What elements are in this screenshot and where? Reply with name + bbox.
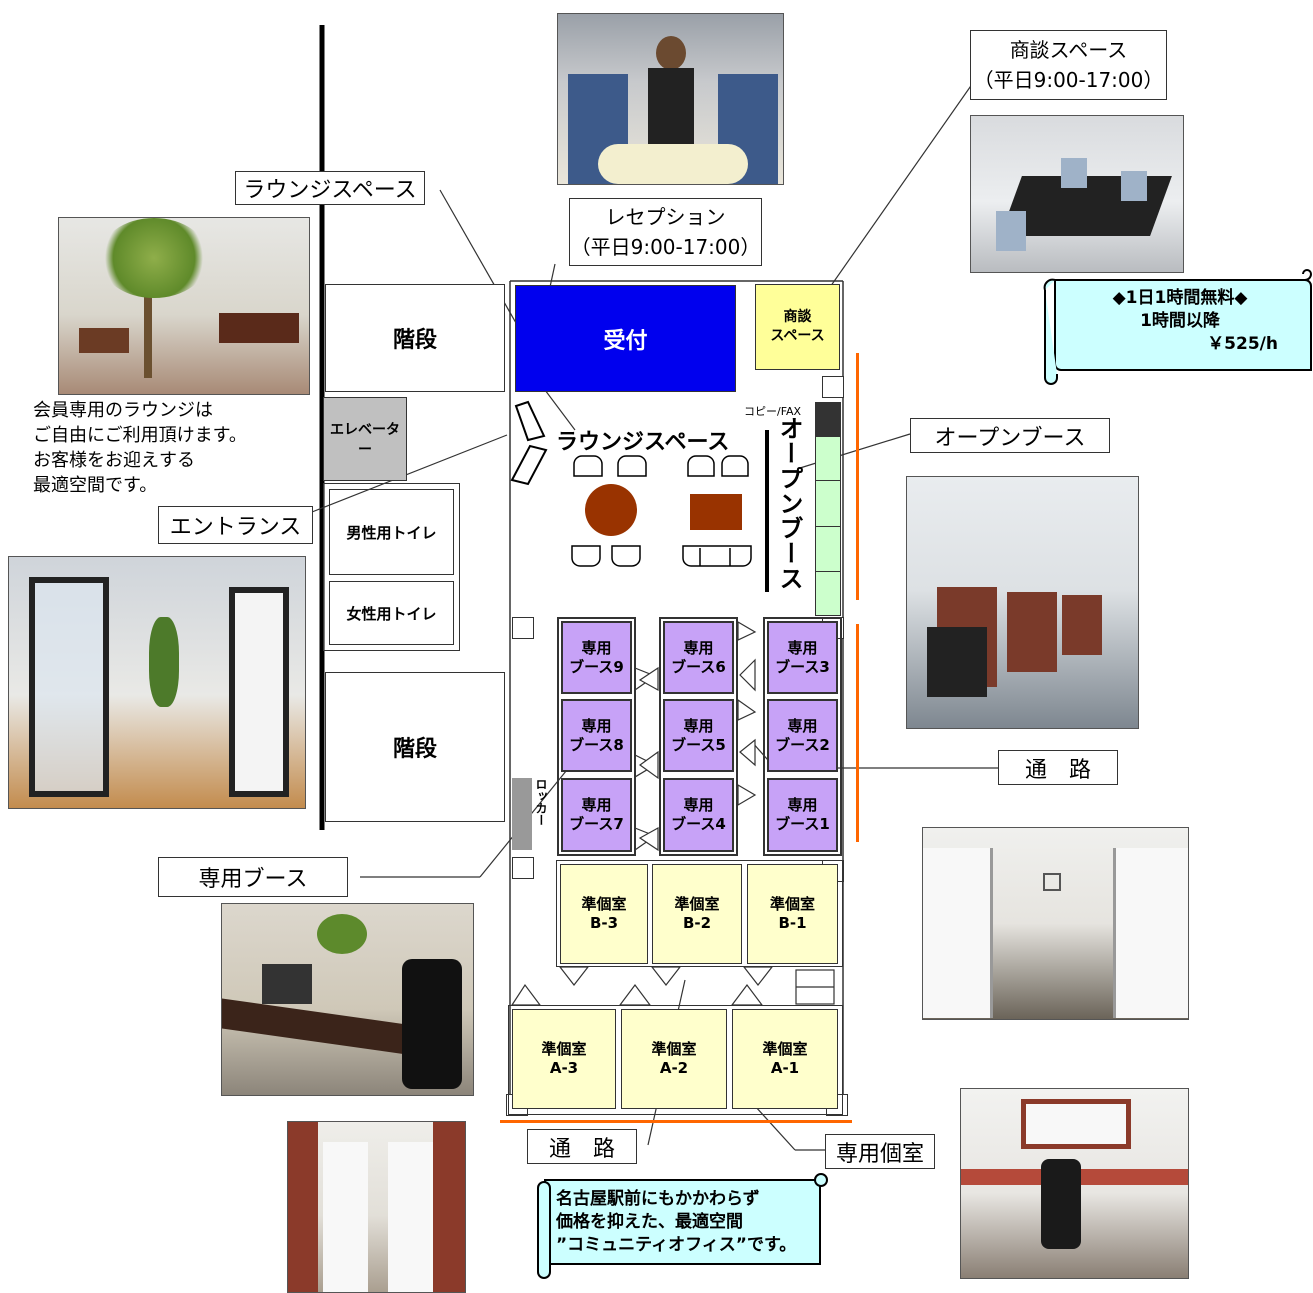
price-after-hour: 1時間以降: [1140, 311, 1220, 331]
elevator: エレベーター: [323, 397, 407, 481]
price-rate: ￥525/h: [1207, 334, 1278, 354]
meeting-space-room: 商談 スペース: [755, 284, 840, 370]
stairs-top: 階段: [325, 284, 505, 392]
locker: [512, 778, 532, 850]
orange-line-mid: [856, 624, 859, 842]
orange-line-bottom: [500, 1120, 852, 1123]
reception-photo: [557, 13, 784, 185]
copy-fax-machine: [815, 402, 841, 436]
price-free-hour: ◆1日1時間無料◆: [1112, 288, 1248, 308]
private-room-photo: [960, 1088, 1189, 1279]
booth-4: 専用 ブース4: [663, 778, 734, 852]
booth-6: 専用 ブース6: [663, 621, 734, 694]
meeting-callout-title: 商談スペース: [1009, 38, 1128, 62]
reception-callout-hours: （平日9:00-17:00）: [570, 235, 761, 259]
corridor-callout-bottom: 通 路: [527, 1129, 637, 1164]
meeting-callout: 商談スペース （平日9:00-17:00）: [970, 30, 1167, 100]
price-scroll-shape: [1043, 269, 1313, 385]
corner-square: [512, 617, 534, 639]
meeting-callout-hours: （平日9:00-17:00）: [973, 68, 1164, 92]
booth-column-mid: [659, 617, 738, 856]
lounge-photo: [58, 217, 310, 395]
booth-7: 専用 ブース7: [561, 778, 632, 852]
meeting-space-photo: [970, 115, 1184, 273]
orange-line-top: [856, 353, 859, 600]
entrance-photo: [8, 556, 306, 809]
semi-private-a2: 準個室 A-2: [621, 1009, 727, 1109]
corridor-callout-right: 通 路: [998, 750, 1118, 785]
booth-column-right: [763, 617, 842, 856]
semi-private-a-frame: [508, 1005, 843, 1115]
mens-toilet: 男性用トイレ: [329, 489, 454, 575]
stairs-bottom: 階段: [325, 672, 505, 822]
bottom-scroll-line3: ”コミュニティオフィス”です。: [556, 1235, 797, 1255]
dedicated-booth-callout: 専用ブース: [158, 857, 348, 897]
lounge-space-label: ラウンジスペース: [556, 430, 730, 455]
semi-private-b2: 準個室 B-2: [652, 864, 742, 964]
lounge-description: 会員専用のラウンジは ご自由にご利用頂けます。 お客様をお迎えする 最適空間です…: [33, 400, 247, 496]
booth-9: 専用 ブース9: [561, 621, 632, 694]
open-booth-strip: [815, 436, 841, 616]
private-corridor-photo: [287, 1121, 466, 1293]
booth-3: 専用 ブース3: [767, 621, 838, 694]
booth-8: 専用 ブース8: [561, 699, 632, 772]
open-booth-photo: [906, 476, 1139, 729]
lounge-callout: ラウンジスペース: [235, 171, 425, 205]
entrance-callout: エントランス: [158, 506, 313, 544]
bottom-scroll: 名古屋駅前にもかかわらず 価格を抑えた、最適空間 ”コミュニティオフィス”です。: [556, 1188, 818, 1257]
bottom-scroll-line2: 価格を抑えた、最適空間: [556, 1212, 743, 1232]
semi-private-b-frame: [556, 860, 843, 967]
locker-label: ロッカー: [534, 778, 548, 826]
reception-desk: 受付: [515, 285, 736, 392]
booth-corridor-photo: [922, 827, 1189, 1020]
semi-private-b3: 準個室 B-3: [560, 864, 648, 964]
open-booth-vertical-label: オープンブース: [775, 416, 803, 591]
dedicated-booth-photo: [221, 903, 474, 1096]
semi-private-a3: 準個室 A-3: [512, 1009, 616, 1109]
semi-private-b1: 準個室 B-1: [747, 864, 838, 964]
booth-2: 専用 ブース2: [767, 699, 838, 772]
semi-private-a1: 準個室 A-1: [732, 1009, 838, 1109]
booth-1: 専用 ブース1: [767, 778, 838, 852]
open-booth-callout: オープンブース: [910, 418, 1110, 453]
reception-callout-title: レセプション: [605, 205, 726, 229]
womens-toilet: 女性用トイレ: [329, 581, 454, 645]
price-scroll: ◆1日1時間無料◆ 1時間以降 ￥525/h: [1060, 287, 1300, 356]
bottom-scroll-line1: 名古屋駅前にもかかわらず: [556, 1189, 760, 1209]
private-room-callout: 専用個室: [825, 1134, 935, 1169]
reception-callout: レセプション （平日9:00-17:00）: [569, 198, 762, 266]
bottom-scroll-shape: [537, 1173, 829, 1279]
copy-fax-label: コピー/FAX: [744, 405, 802, 418]
booth-5: 専用 ブース5: [663, 699, 734, 772]
booth-column-left: [557, 617, 636, 856]
toilet-block: [323, 483, 460, 651]
corner-square: [822, 376, 844, 398]
corner-square: [512, 857, 534, 879]
